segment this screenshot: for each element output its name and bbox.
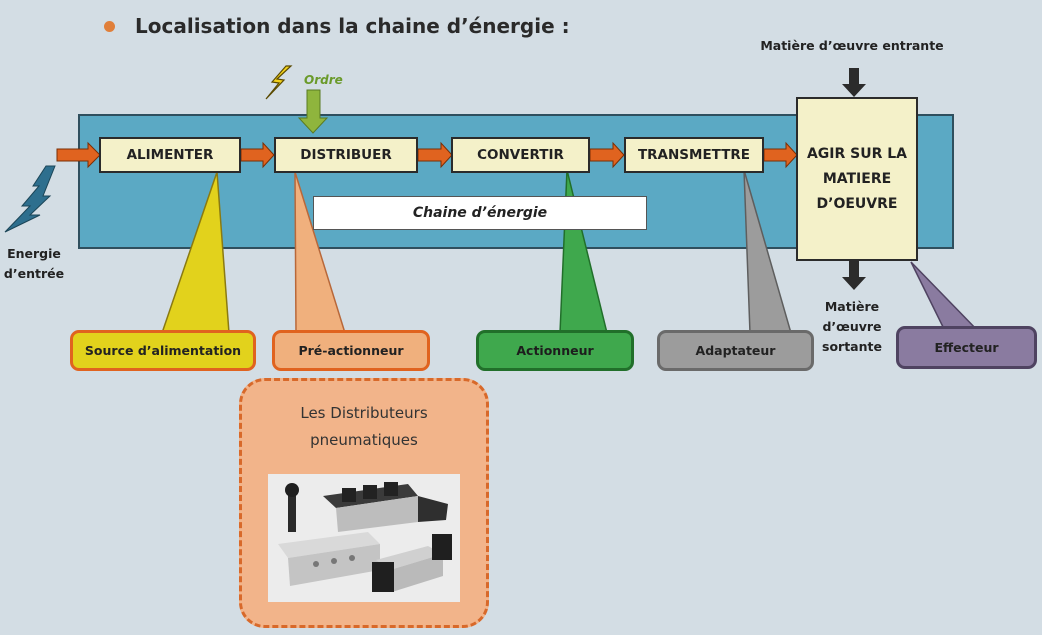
- chain-label: Chaine d’énergie: [313, 196, 647, 230]
- function-transmettre: TRANSMETTRE: [624, 137, 764, 173]
- effecteur-callout-wedge: [910, 261, 982, 334]
- matter-out-label: Matière d’œuvre sortante: [822, 299, 882, 354]
- energy-bolt-icon: [4, 165, 56, 233]
- component-adaptateur: Adaptateur: [657, 330, 814, 371]
- component-effecteur: Effecteur: [896, 326, 1037, 369]
- function-convertir: CONVERTIR: [451, 137, 590, 173]
- valves-illustration: [268, 474, 460, 602]
- component-source: Source d’alimentation: [70, 330, 256, 371]
- distributeurs-caption: Les Distributeurs pneumatiques: [300, 404, 428, 449]
- component-pre-actionneur: Pré-actionneur: [272, 330, 430, 371]
- order-label: Ordre: [304, 73, 343, 87]
- flow-arrow-1: [240, 141, 275, 169]
- matter-in-label: Matière d’œuvre entrante: [760, 38, 944, 53]
- function-agir: AGIR SUR LA MATIERE D’OEUVRE: [796, 97, 918, 261]
- flow-arrow-4: [763, 141, 798, 169]
- bullet-icon: [104, 20, 115, 32]
- component-actionneur: Actionneur: [476, 330, 634, 371]
- pneumatic-valves-photo: [268, 474, 460, 602]
- page-title: Localisation dans la chaine d’énergie :: [104, 14, 570, 38]
- matter-in-arrow: [842, 68, 866, 97]
- function-distribuer: DISTRIBUER: [274, 137, 418, 173]
- flow-arrow-3: [589, 141, 625, 169]
- energy-in-label: Energie d’entrée: [3, 246, 65, 281]
- flow-arrow-2: [417, 141, 453, 169]
- lightning-bolt-icon: [265, 65, 293, 100]
- energy-in-arrow: [56, 141, 101, 169]
- function-alimenter: ALIMENTER: [99, 137, 241, 173]
- matter-out-arrow: [842, 261, 866, 290]
- order-arrow: [297, 89, 329, 134]
